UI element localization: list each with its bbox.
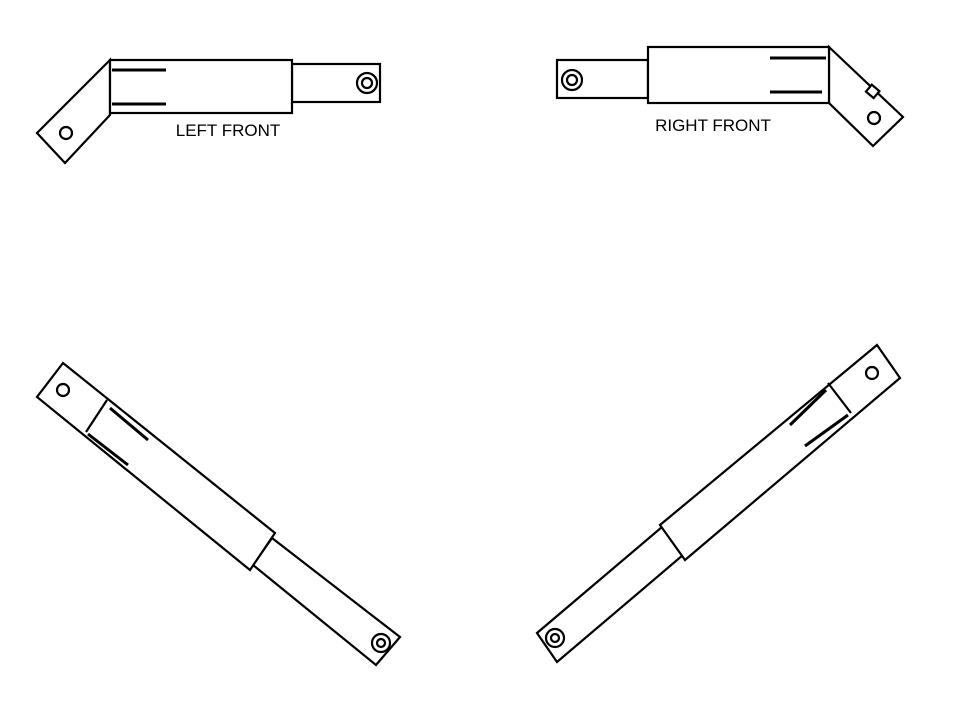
bracket-hole-icon: [866, 110, 882, 126]
nut-hole-icon: [360, 76, 374, 90]
nut-hole-icon: [549, 632, 561, 644]
left-rear-strut: [35, 361, 402, 667]
bracket-hole-icon: [58, 125, 74, 141]
slot-mark: [788, 388, 828, 427]
tube-and-plate: [35, 361, 277, 572]
plate-hole-icon: [55, 382, 71, 398]
right-front-strut: RIGHT FRONT: [555, 44, 905, 148]
label-left-front: LEFT FRONT: [176, 121, 281, 140]
plate-hole-icon: [864, 365, 880, 381]
slot-mark: [109, 406, 149, 442]
nut-hole-icon: [565, 73, 579, 87]
tube-and-plate: [658, 343, 902, 562]
left-front-bracket: [35, 57, 112, 165]
right-front-tube: [646, 45, 831, 105]
tube-edge: [827, 382, 852, 414]
left-front-strut: LEFT FRONT: [35, 57, 382, 165]
slot-mark: [804, 413, 849, 448]
slot-mark: [87, 432, 129, 467]
bracket-tab: [864, 83, 881, 100]
right-front-bracket: [827, 44, 905, 148]
nut-hole-icon: [375, 637, 387, 649]
tube-edge: [85, 399, 108, 433]
right-rear-strut: [535, 343, 902, 664]
label-right-front: RIGHT FRONT: [655, 116, 771, 135]
